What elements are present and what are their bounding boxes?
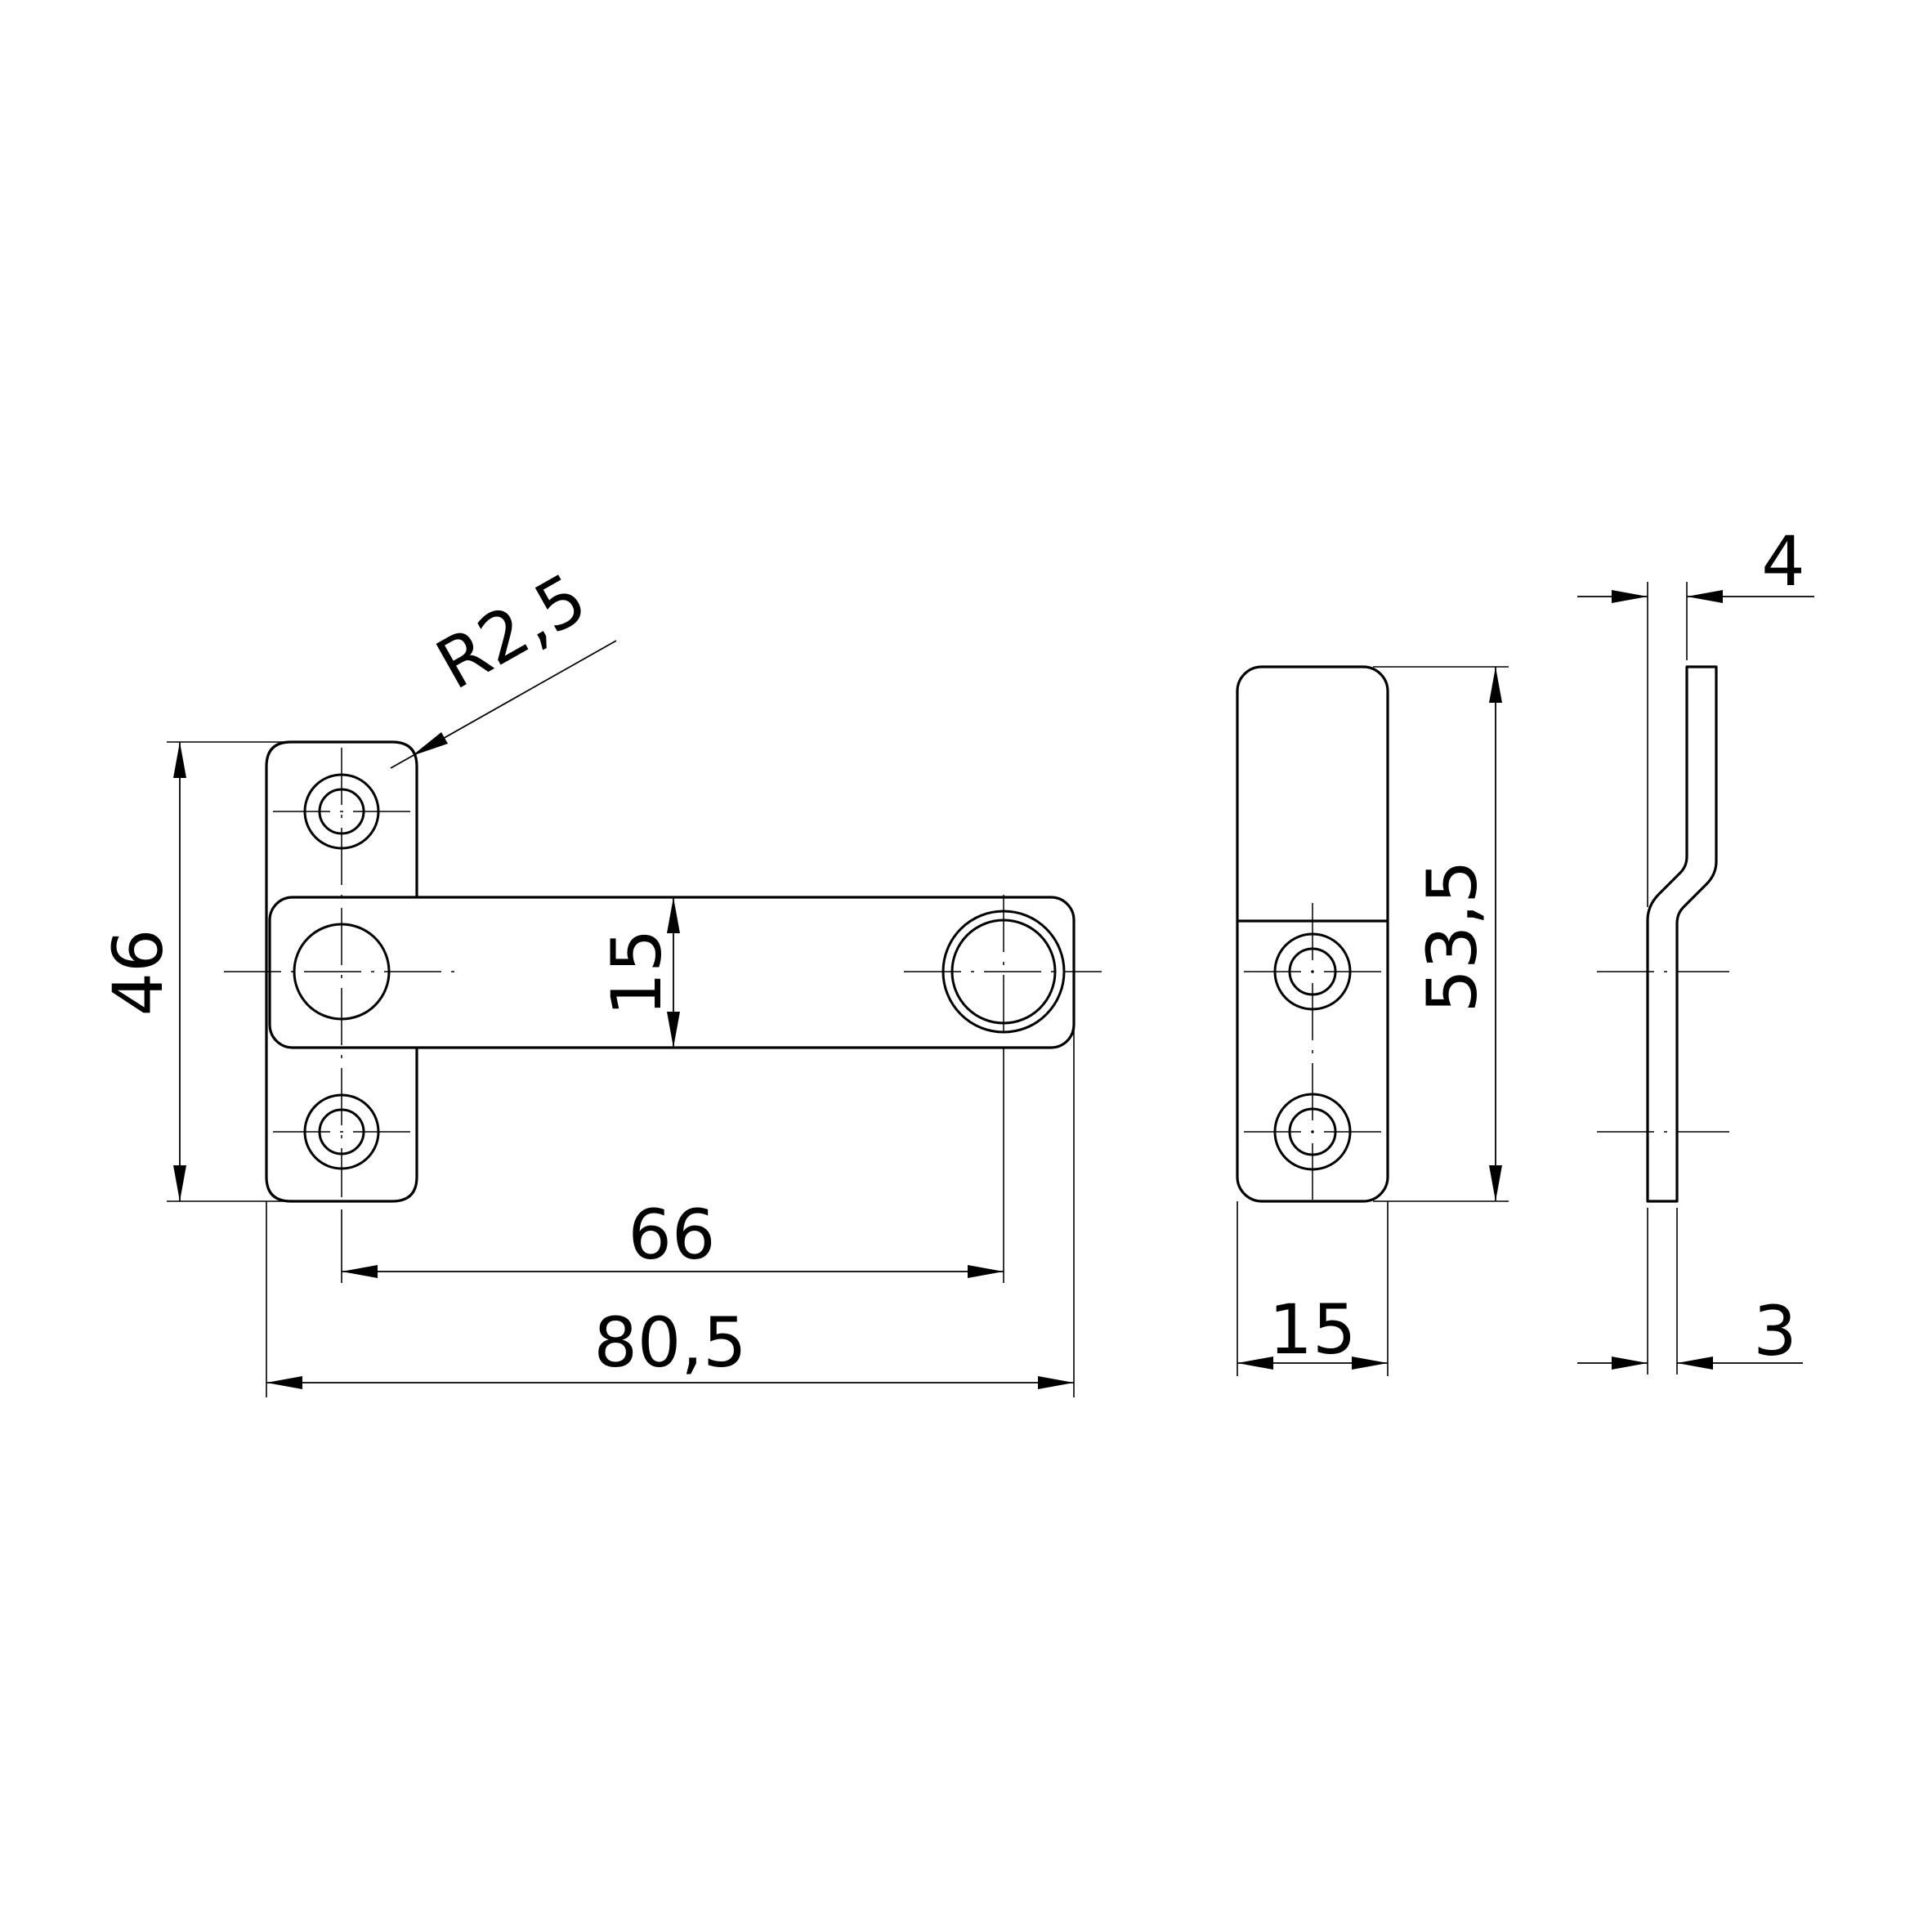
- dim-15-plate-arrow-left: [1237, 1357, 1273, 1370]
- dim-66-arrow-left: [342, 1265, 378, 1278]
- dim-3-arrow-left: [1612, 1357, 1648, 1370]
- dim-805-arrow-right: [1038, 1376, 1074, 1389]
- dim-805-arrow-left: [266, 1376, 302, 1389]
- profile-view: 4 3: [1577, 521, 1814, 1374]
- dim-46-arrow-top: [173, 742, 186, 778]
- radius-label: R2,5: [423, 558, 599, 705]
- front-view: 46 15 66 80,5 R2,5: [98, 558, 1102, 1397]
- dim-15-plate-label: 15: [1269, 1290, 1357, 1370]
- dim-3-arrow-right: [1677, 1357, 1713, 1370]
- dim-46-label: 46: [98, 929, 178, 1017]
- dim-3-label: 3: [1753, 1291, 1796, 1371]
- dim-46-arrow-bottom: [173, 1165, 186, 1201]
- dim-15-arm-arrow-top: [667, 897, 680, 933]
- dim-4-label: 4: [1761, 521, 1805, 601]
- plate-outline: [1236, 665, 1389, 1203]
- dim-15-arm-arrow-bottom: [667, 1012, 680, 1048]
- dim-535-arrow-bottom: [1489, 1165, 1502, 1201]
- dim-4-arrow-left: [1612, 590, 1648, 603]
- dim-535-arrow-top: [1489, 667, 1502, 703]
- dim-15-arm-label: 15: [597, 929, 677, 1017]
- dim-535-label: 53,5: [1412, 860, 1492, 1012]
- horizontal-arm: [268, 896, 1076, 1049]
- dim-66-arrow-right: [968, 1265, 1004, 1278]
- dim-805-label: 80,5: [593, 1303, 746, 1383]
- profile-outline: [1646, 665, 1718, 1203]
- dim-4-arrow-right: [1687, 590, 1723, 603]
- radius-leader-arrow: [412, 732, 448, 756]
- plate-view: 53,5 15: [1236, 665, 1509, 1376]
- dim-15-plate-arrow-right: [1352, 1357, 1388, 1370]
- dim-66-label: 66: [628, 1195, 716, 1275]
